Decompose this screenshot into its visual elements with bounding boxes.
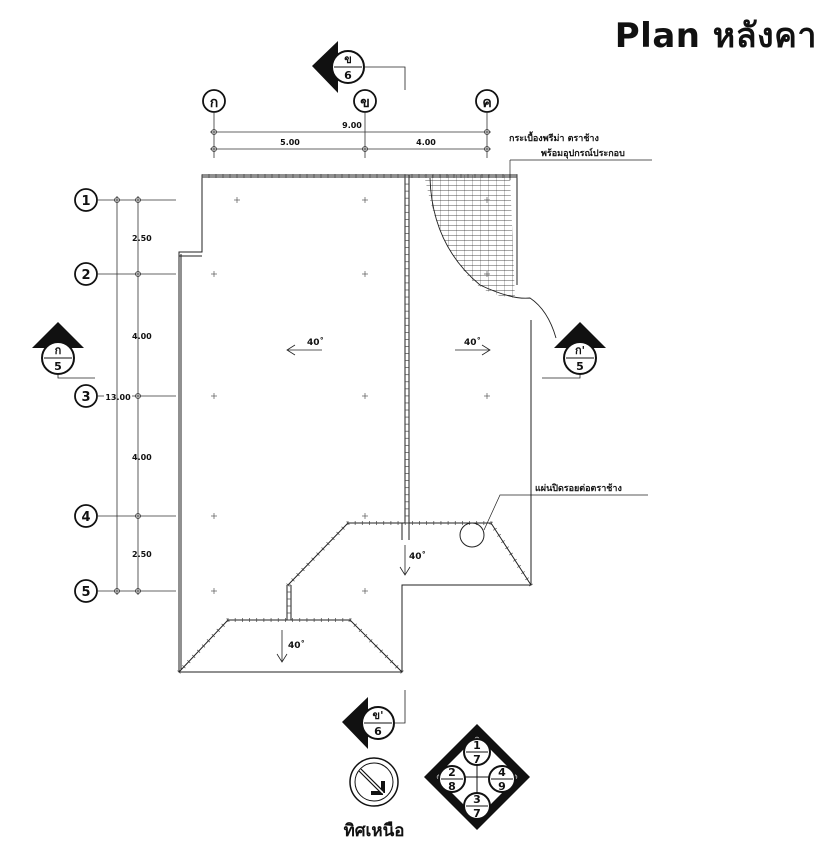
- svg-text:4: 4: [81, 510, 90, 525]
- section-marker-right: ก' 5: [542, 322, 606, 379]
- grid-bubble-row-2: 2: [74, 262, 176, 286]
- grid-bubble-row-3: 3: [74, 384, 176, 408]
- note-ridge-cap: แผ่นปิดรอยต่อตราช้าง: [459, 483, 648, 548]
- svg-text:8: 8: [448, 780, 456, 793]
- svg-text:ก': ก': [575, 344, 585, 357]
- svg-text:กระเบื้องพรีม่า ตราช้าง: กระเบื้องพรีม่า ตราช้าง: [509, 131, 599, 144]
- svg-text:ข: ข: [360, 95, 370, 111]
- dim-horizontal-2: 4.00: [416, 138, 436, 147]
- dim-total-horizontal: 9.00: [342, 121, 362, 130]
- svg-text:ข: ข: [344, 53, 352, 66]
- grid-bubble-row-1: 1: [74, 188, 176, 212]
- svg-text:4: 4: [498, 766, 506, 779]
- grid-bubble-row-4: 4: [74, 504, 176, 528]
- slope-label-right: 40˚: [464, 337, 481, 348]
- note-tile: กระเบื้องพรีม่า ตราช้าง พร้อมอุปกรณ์ประก…: [509, 131, 652, 180]
- ridge-tick-marks: [177, 174, 533, 674]
- dim-vertical-3: 4.00: [132, 453, 152, 462]
- north-arrow-icon: [349, 757, 399, 807]
- svg-text:ก: ก: [210, 95, 218, 111]
- north-label: ทิศเหนือ: [344, 820, 405, 841]
- svg-text:2: 2: [448, 766, 456, 779]
- slope-arrow-left: [286, 344, 322, 356]
- section-marker-bottom: ข' 6: [342, 690, 406, 749]
- dim-horizontal-1: 5.00: [280, 138, 300, 147]
- svg-text:พร้อมอุปกรณ์ประกอบ: พร้อมอุปกรณ์ประกอบ: [541, 147, 625, 159]
- grid-row-markers: 1 2 3 4 5: [74, 188, 176, 603]
- dim-total-vertical: 13.00: [105, 393, 131, 402]
- grid-bubble-col-2: ข: [353, 89, 377, 158]
- grid-intersection-markers: [211, 197, 490, 594]
- svg-text:3: 3: [81, 390, 90, 405]
- svg-text:5: 5: [576, 360, 584, 373]
- svg-text:9: 9: [498, 780, 506, 793]
- svg-text:5: 5: [54, 360, 62, 373]
- grid-bubble-col-1: ก: [202, 89, 226, 158]
- svg-text:ค: ค: [482, 95, 491, 111]
- dim-vertical-1: 2.50: [132, 234, 152, 243]
- vertical-dimensions: [114, 196, 141, 595]
- grid-column-markers: ก ข ค: [202, 89, 499, 158]
- slope-arrow-mid: [399, 545, 411, 576]
- slope-label-left: 40˚: [307, 337, 324, 348]
- section-marker-left: ก 5: [32, 322, 95, 379]
- grid-bubble-row-5: 5: [74, 579, 176, 603]
- svg-text:6: 6: [344, 69, 352, 82]
- horizontal-dimensions: [210, 129, 491, 152]
- svg-text:6: 6: [374, 725, 382, 738]
- slope-label-low: 40˚: [288, 640, 305, 651]
- svg-text:5: 5: [81, 585, 90, 600]
- page-title: Plan หลังคา: [614, 16, 817, 56]
- slope-arrow-low: [276, 630, 288, 663]
- svg-text:ก: ก: [55, 344, 62, 357]
- svg-text:แผ่นปิดรอยต่อตราช้าง: แผ่นปิดรอยต่อตราช้าง: [535, 483, 622, 494]
- section-key-diagram: 1 7 2 8 4 9 3 7: [424, 724, 530, 830]
- svg-text:3: 3: [473, 793, 481, 806]
- svg-text:1: 1: [81, 194, 90, 209]
- section-marker-top: ข 6: [312, 41, 406, 93]
- svg-text:2: 2: [81, 268, 90, 283]
- svg-text:ข': ข': [373, 709, 384, 722]
- slope-label-mid: 40˚: [409, 551, 426, 562]
- dim-vertical-4: 2.50: [132, 550, 152, 559]
- dim-vertical-2: 4.00: [132, 332, 152, 341]
- svg-text:7: 7: [473, 807, 481, 820]
- slope-arrow-right: [455, 344, 491, 356]
- tile-hatch-area: [424, 175, 557, 339]
- grid-bubble-col-3: ค: [475, 89, 499, 158]
- svg-text:1: 1: [473, 739, 481, 752]
- svg-text:7: 7: [473, 753, 481, 766]
